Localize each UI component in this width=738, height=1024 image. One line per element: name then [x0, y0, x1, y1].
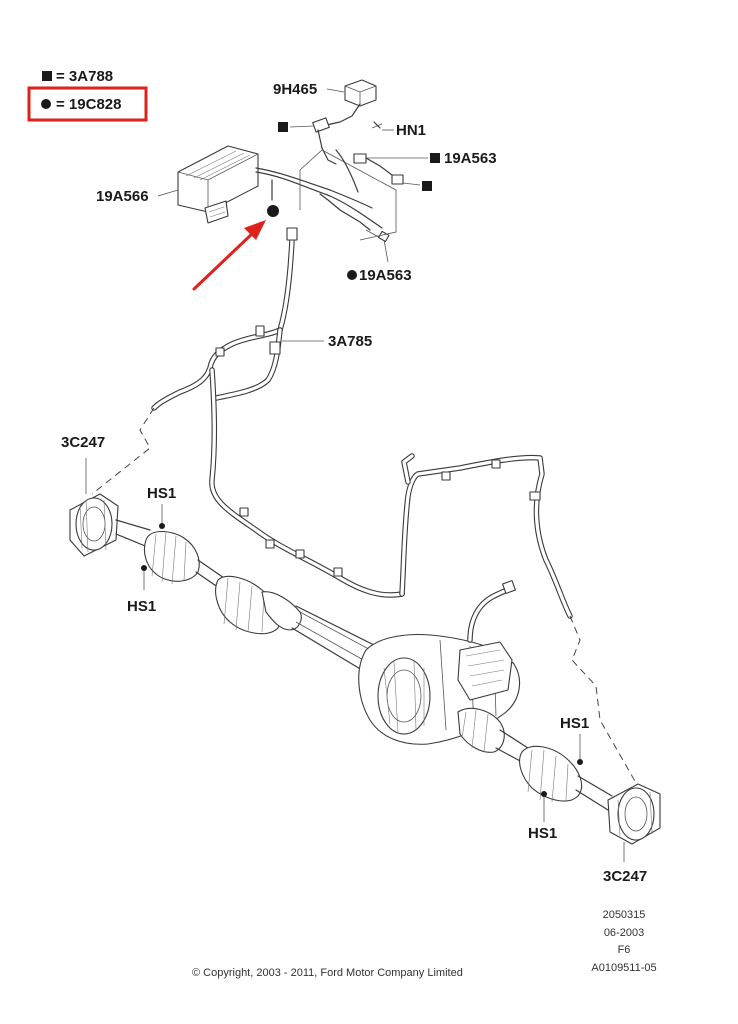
- legend-highlight-box: [27, 86, 148, 122]
- circle-symbol-icon: [41, 99, 51, 109]
- label-axle-housing-left: 3C247: [61, 434, 105, 451]
- label-hose-clamp-3: HS1: [560, 715, 589, 732]
- label-vent-valve: 9H465: [273, 81, 317, 98]
- square-symbol-icon: [42, 71, 52, 81]
- drawing-metadata: 2050315 06-2003 F6 A0109511-05 © Copyrig…: [192, 909, 657, 979]
- label-hose-clamp-1: HS1: [147, 485, 176, 502]
- label-hose-clamp-2: HS1: [127, 598, 156, 615]
- left-axle-assembly: [69, 493, 381, 677]
- right-axle-assembly: [457, 707, 661, 845]
- hose-clamps: [85, 458, 625, 862]
- meta-line-2: 06-2003: [604, 927, 644, 939]
- vent-valve-part: [344, 79, 377, 107]
- label-control-module: 19A566: [96, 188, 149, 205]
- meta-line-3: F6: [618, 944, 631, 956]
- legend: = 3A788 = 19C828: [27, 68, 148, 122]
- label-connector-right: 19A563: [444, 150, 497, 167]
- label-vent-hose: 3A785: [328, 333, 372, 350]
- legend-square-text: = 3A788: [56, 68, 113, 85]
- control-module-part: [177, 145, 259, 213]
- label-axle-housing-right: 3C247: [603, 868, 647, 885]
- copyright-text: © Copyright, 2003 - 2011, Ford Motor Com…: [192, 967, 463, 979]
- part-labels: 9H465 HN1 19A563 19A566 19A563 3A785 3C2…: [61, 81, 647, 885]
- upper-assembly: [157, 79, 440, 280]
- meta-line-4: A0109511-05: [591, 962, 656, 974]
- meta-line-1: 2050315: [603, 909, 646, 921]
- vent-hose-routing: [91, 227, 641, 791]
- red-arrow-icon: [192, 220, 266, 291]
- highlighted-part-circle: [267, 205, 279, 217]
- label-hose-clamp-4: HS1: [528, 825, 557, 842]
- label-clip: HN1: [396, 122, 426, 139]
- legend-circle-text: = 19C828: [56, 96, 121, 113]
- label-connector-lower: 19A563: [359, 267, 412, 284]
